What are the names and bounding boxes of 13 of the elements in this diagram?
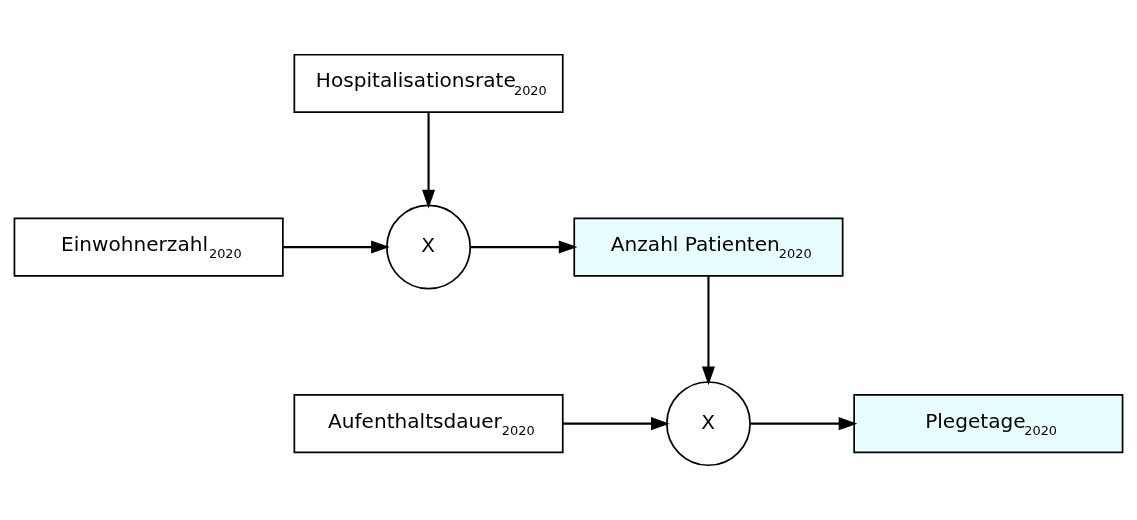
arrow <box>422 112 436 209</box>
arrow <box>750 417 858 431</box>
node-box: Anzahl Patienten$_{2020}$ <box>573 217 844 277</box>
node-box: Einwohnerzahl$_{2020}$ <box>13 217 284 277</box>
arrow <box>701 276 715 386</box>
node-circle: X <box>386 204 472 290</box>
node-box: Aufenthaltsdauer$_{2020}$ <box>293 394 564 454</box>
node-circle: X <box>665 381 751 467</box>
arrow <box>283 240 390 254</box>
node-box: Hospitalisationsrate$_{2020}$ <box>293 53 564 113</box>
arrow <box>470 240 578 254</box>
node-box: Plegetage$_{2020}$ <box>853 394 1124 454</box>
arrow <box>563 417 670 431</box>
